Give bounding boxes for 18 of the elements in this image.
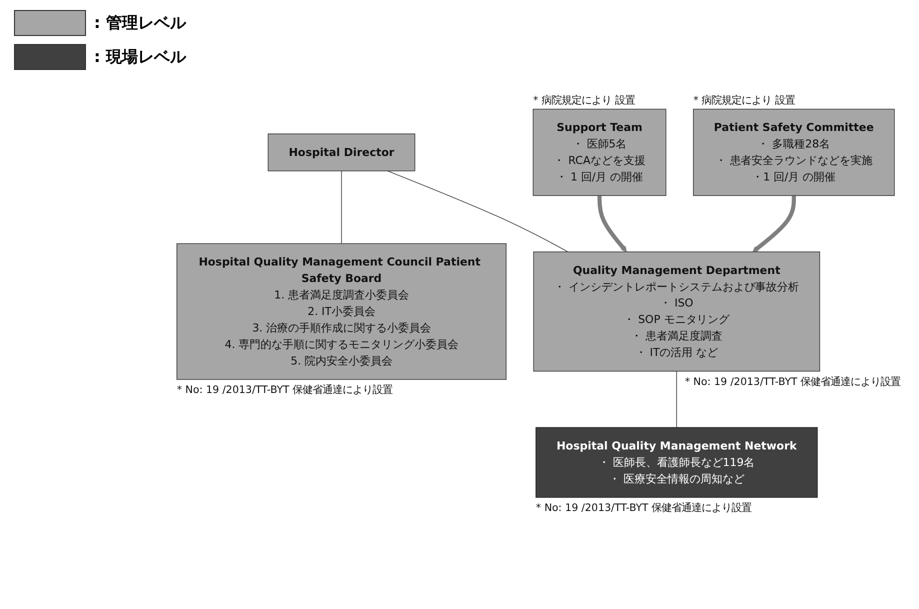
connector <box>387 170 568 252</box>
arrow <box>752 196 796 252</box>
node-box: Quality Management Department ・ インシデントレポートシステムおよび事故分析 ・ ISO ・ SOP モニタリング ・ 患者満足度調査 ・ ITの活用 など <box>533 252 820 372</box>
note-text: * No: 19 /2013/TT-BYT 保健省通達により設置 <box>684 376 901 388</box>
note-text: * 病院規定により 設置 <box>693 94 796 107</box>
node-box: Hospital Director <box>268 134 416 172</box>
node-box: Hospital Quality Management Council Patient Safety Board 1. 患者満足度調査小委員会 2. IT小委員会 3. 治療の手順作成に関する小委員会 4. 専門的な手順に関するモニタリング小委員会 5. 院内安全小委員会 <box>176 243 506 380</box>
node-box: Support Team ・ 医師5名 ・ RCAなどを支援 ・ 1 回/月 の開催 <box>532 108 666 196</box>
note-text: * 病院規定により 設置 <box>533 94 635 107</box>
note-text: * No: 19 /2013/TT-BYT 保健省通達により設置 <box>536 502 752 514</box>
node-box: Hospital Quality Management Network ・ 医師長、看護師長など119名 ・ 医療安全情報の周知など <box>536 427 818 498</box>
legend-text: : 現場レベル <box>94 46 186 68</box>
connector <box>341 170 342 244</box>
node-box: Patient Safety Committee ・ 多職種28名 ・ 患者安全ラウンドなどを実施 ・1 回/月 の開催 <box>693 108 895 196</box>
connector <box>676 370 677 428</box>
note-text: * No: 19 /2013/TT-BYT 保健省通達により設置 <box>176 384 393 396</box>
arrow <box>597 196 627 252</box>
legend-text: : 管理レベル <box>94 12 186 34</box>
